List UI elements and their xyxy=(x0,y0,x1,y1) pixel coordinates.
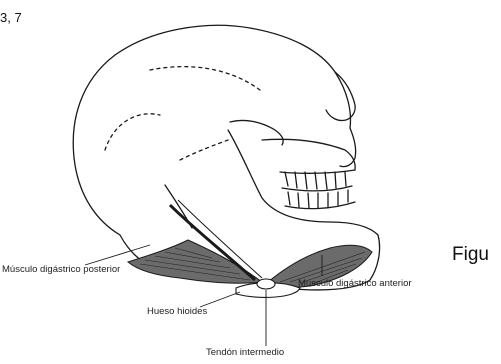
label-posterior-digastric: Músculo digástrico posterior xyxy=(2,264,120,275)
label-anterior-digastric: Músculo digástrico anterior xyxy=(298,278,412,289)
leader-hyoid xyxy=(200,292,240,307)
maxilla-outline xyxy=(262,139,355,170)
zygomatic-arch xyxy=(230,120,283,145)
intermediate-tendon xyxy=(257,279,275,289)
label-hyoid-bone: Hueso hioides xyxy=(147,306,207,317)
upper-teeth xyxy=(285,172,346,189)
posterior-belly xyxy=(128,240,262,283)
label-intermediate-tendon: Tendón intermedio xyxy=(206,347,284,358)
lower-teeth xyxy=(288,190,348,208)
